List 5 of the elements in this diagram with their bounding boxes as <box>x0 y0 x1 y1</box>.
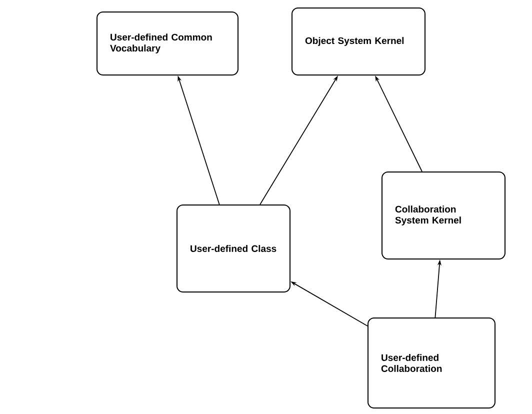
process-box: Object System Kernel <box>292 8 426 76</box>
process-box: User-defined Common Vocabulary <box>96 12 238 76</box>
process-box: Collaboration System Kernel <box>382 172 506 260</box>
process-box: User-defined Class <box>176 204 290 292</box>
process-box: User-defined Collaboration <box>368 318 496 408</box>
